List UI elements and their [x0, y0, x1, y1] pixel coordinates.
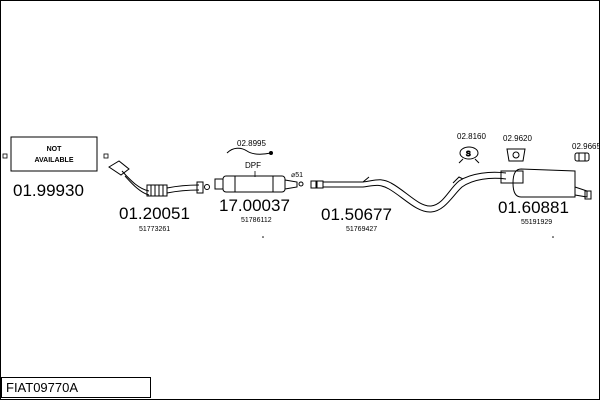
- part-code-2: 01.20051: [119, 204, 190, 223]
- front-pipe-clamp: [204, 184, 210, 190]
- part-code-3: 17.00037: [219, 196, 290, 215]
- not-available-box: [10, 136, 98, 172]
- accessory-02-8995[interactable]: [226, 147, 273, 155]
- box-marker-right: [103, 153, 109, 159]
- not-available-part[interactable]: NOT AVAILABLE: [2, 136, 109, 172]
- front-pipe-part[interactable]: [108, 160, 210, 197]
- part-code-1: 01.99930: [13, 181, 84, 200]
- model-code: FIAT09770A: [6, 380, 79, 395]
- diameter-label: ⌀51: [291, 172, 303, 179]
- accessory-code-02-8995: 02.8995: [237, 139, 266, 148]
- oem-number-5: 55191929: [521, 219, 552, 226]
- front-pipe-flange: [108, 160, 130, 176]
- tail-pipe: [584, 190, 592, 200]
- not-available-line1: NOT: [47, 146, 63, 153]
- accessory-code-02-9620: 02.9620: [503, 134, 532, 143]
- not-available-line2: AVAILABLE: [34, 157, 73, 164]
- rear-silencer-part[interactable]: [500, 168, 592, 200]
- accessory-ring-label: S: [466, 151, 471, 158]
- accessory-02-9665[interactable]: [574, 152, 590, 162]
- accessory-02-8160[interactable]: S: [458, 146, 480, 164]
- middle-pipe-part[interactable]: [310, 171, 507, 213]
- model-code-box: FIAT09770A: [1, 377, 151, 398]
- part-code-4: 01.50677: [321, 205, 392, 224]
- accessory-code-02-9665: 02.9665: [572, 142, 600, 151]
- part-code-5: 01.60881: [498, 198, 569, 217]
- oem-number-3: 51786112: [241, 217, 272, 224]
- accessory-02-9620[interactable]: [506, 148, 526, 162]
- oem-number-4: 51769427: [346, 226, 377, 233]
- front-pipe-end-flange: [196, 181, 204, 194]
- flex-bellows: [146, 184, 168, 197]
- dpf-label: DPF: [245, 161, 261, 170]
- dpf-part[interactable]: [214, 175, 304, 193]
- dpf-body: [222, 175, 286, 193]
- box-marker-left: [2, 153, 8, 159]
- accessory-code-02-8160: 02.8160: [457, 132, 486, 141]
- silencer-body: [512, 168, 576, 198]
- oem-number-2: 51773261: [139, 226, 170, 233]
